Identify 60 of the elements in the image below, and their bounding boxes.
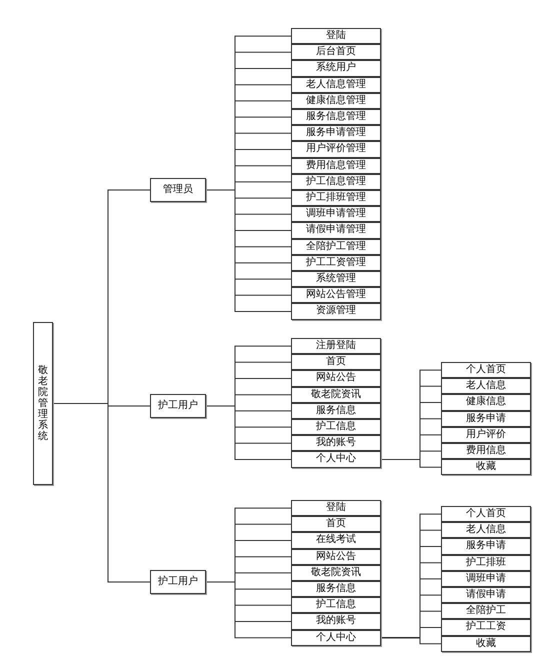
module-box: 健康信息 (441, 394, 531, 411)
connector-line (206, 582, 292, 638)
module-box: 网站公告 (291, 548, 381, 565)
module-box: 系统用户 (291, 60, 381, 77)
module-box: 服务信息 (291, 402, 381, 419)
module-box: 网站公告管理 (291, 287, 381, 304)
module-box: 个人中心 (291, 451, 381, 468)
module-box: 服务申请 (441, 538, 531, 555)
module-box: 个人首页 (441, 506, 531, 522)
module-box: 管理员 (150, 178, 206, 202)
module-box: 护工工资 (441, 619, 531, 636)
module-box: 护工排班管理 (291, 190, 381, 206)
module-box: 后台首页 (291, 44, 381, 60)
module-box: 登陆 (291, 28, 381, 44)
module-box: 护工信息管理 (291, 174, 381, 190)
module-box: 收藏 (441, 459, 531, 476)
module-box: 老人信息管理 (291, 76, 381, 93)
module-box: 个人首页 (441, 362, 531, 378)
system-box: 敬老院管理系统 (33, 322, 53, 485)
module-box: 敬老院资讯 (291, 564, 381, 581)
module-box: 在线考试 (291, 532, 381, 549)
module-box: 护工工资管理 (291, 254, 381, 271)
module-box: 护工用户 (150, 394, 206, 418)
module-box: 登陆 (291, 500, 381, 516)
module-box: 网站公告 (291, 370, 381, 387)
module-box: 全陪护工管理 (291, 238, 381, 255)
connector-line (380, 459, 442, 468)
module-box: 老人信息 (441, 522, 531, 538)
module-box: 护工信息 (291, 419, 381, 436)
module-box: 注册登陆 (291, 338, 381, 354)
module-box: 首页 (291, 516, 381, 532)
module-box: 全陪护工 (441, 603, 531, 620)
module-box: 用户评价管理 (291, 141, 381, 158)
module-box: 资源管理 (291, 303, 381, 320)
module-box: 护工排班 (441, 554, 531, 571)
module-box: 收藏 (441, 636, 531, 652)
module-box: 老人信息 (441, 378, 531, 394)
connector-line (380, 637, 442, 644)
module-box: 服务申请 (441, 410, 531, 427)
module-box: 调班申请 (441, 570, 531, 587)
module-box: 费用信息 (441, 443, 531, 460)
module-box: 我的账号 (291, 613, 381, 630)
module-box: 护工用户 (150, 570, 206, 594)
module-box: 服务申请管理 (291, 125, 381, 142)
module-box: 用户评价 (441, 426, 531, 443)
module-box: 健康信息管理 (291, 92, 381, 109)
module-box: 请假申请管理 (291, 222, 381, 239)
module-box: 护工信息 (291, 597, 381, 614)
connector-line (206, 406, 292, 460)
module-box: 服务信息 (291, 581, 381, 598)
module-box: 系统管理 (291, 271, 381, 288)
module-box: 调班申请管理 (291, 206, 381, 222)
module-box: 我的账号 (291, 435, 381, 452)
module-box: 个人中心 (291, 630, 381, 646)
connector-line (52, 403, 150, 582)
module-box: 敬老院资讯 (291, 386, 381, 403)
module-box: 请假申请 (441, 587, 531, 604)
module-box: 服务信息管理 (291, 109, 381, 126)
module-box: 费用信息管理 (291, 158, 381, 174)
module-box: 首页 (291, 354, 381, 370)
